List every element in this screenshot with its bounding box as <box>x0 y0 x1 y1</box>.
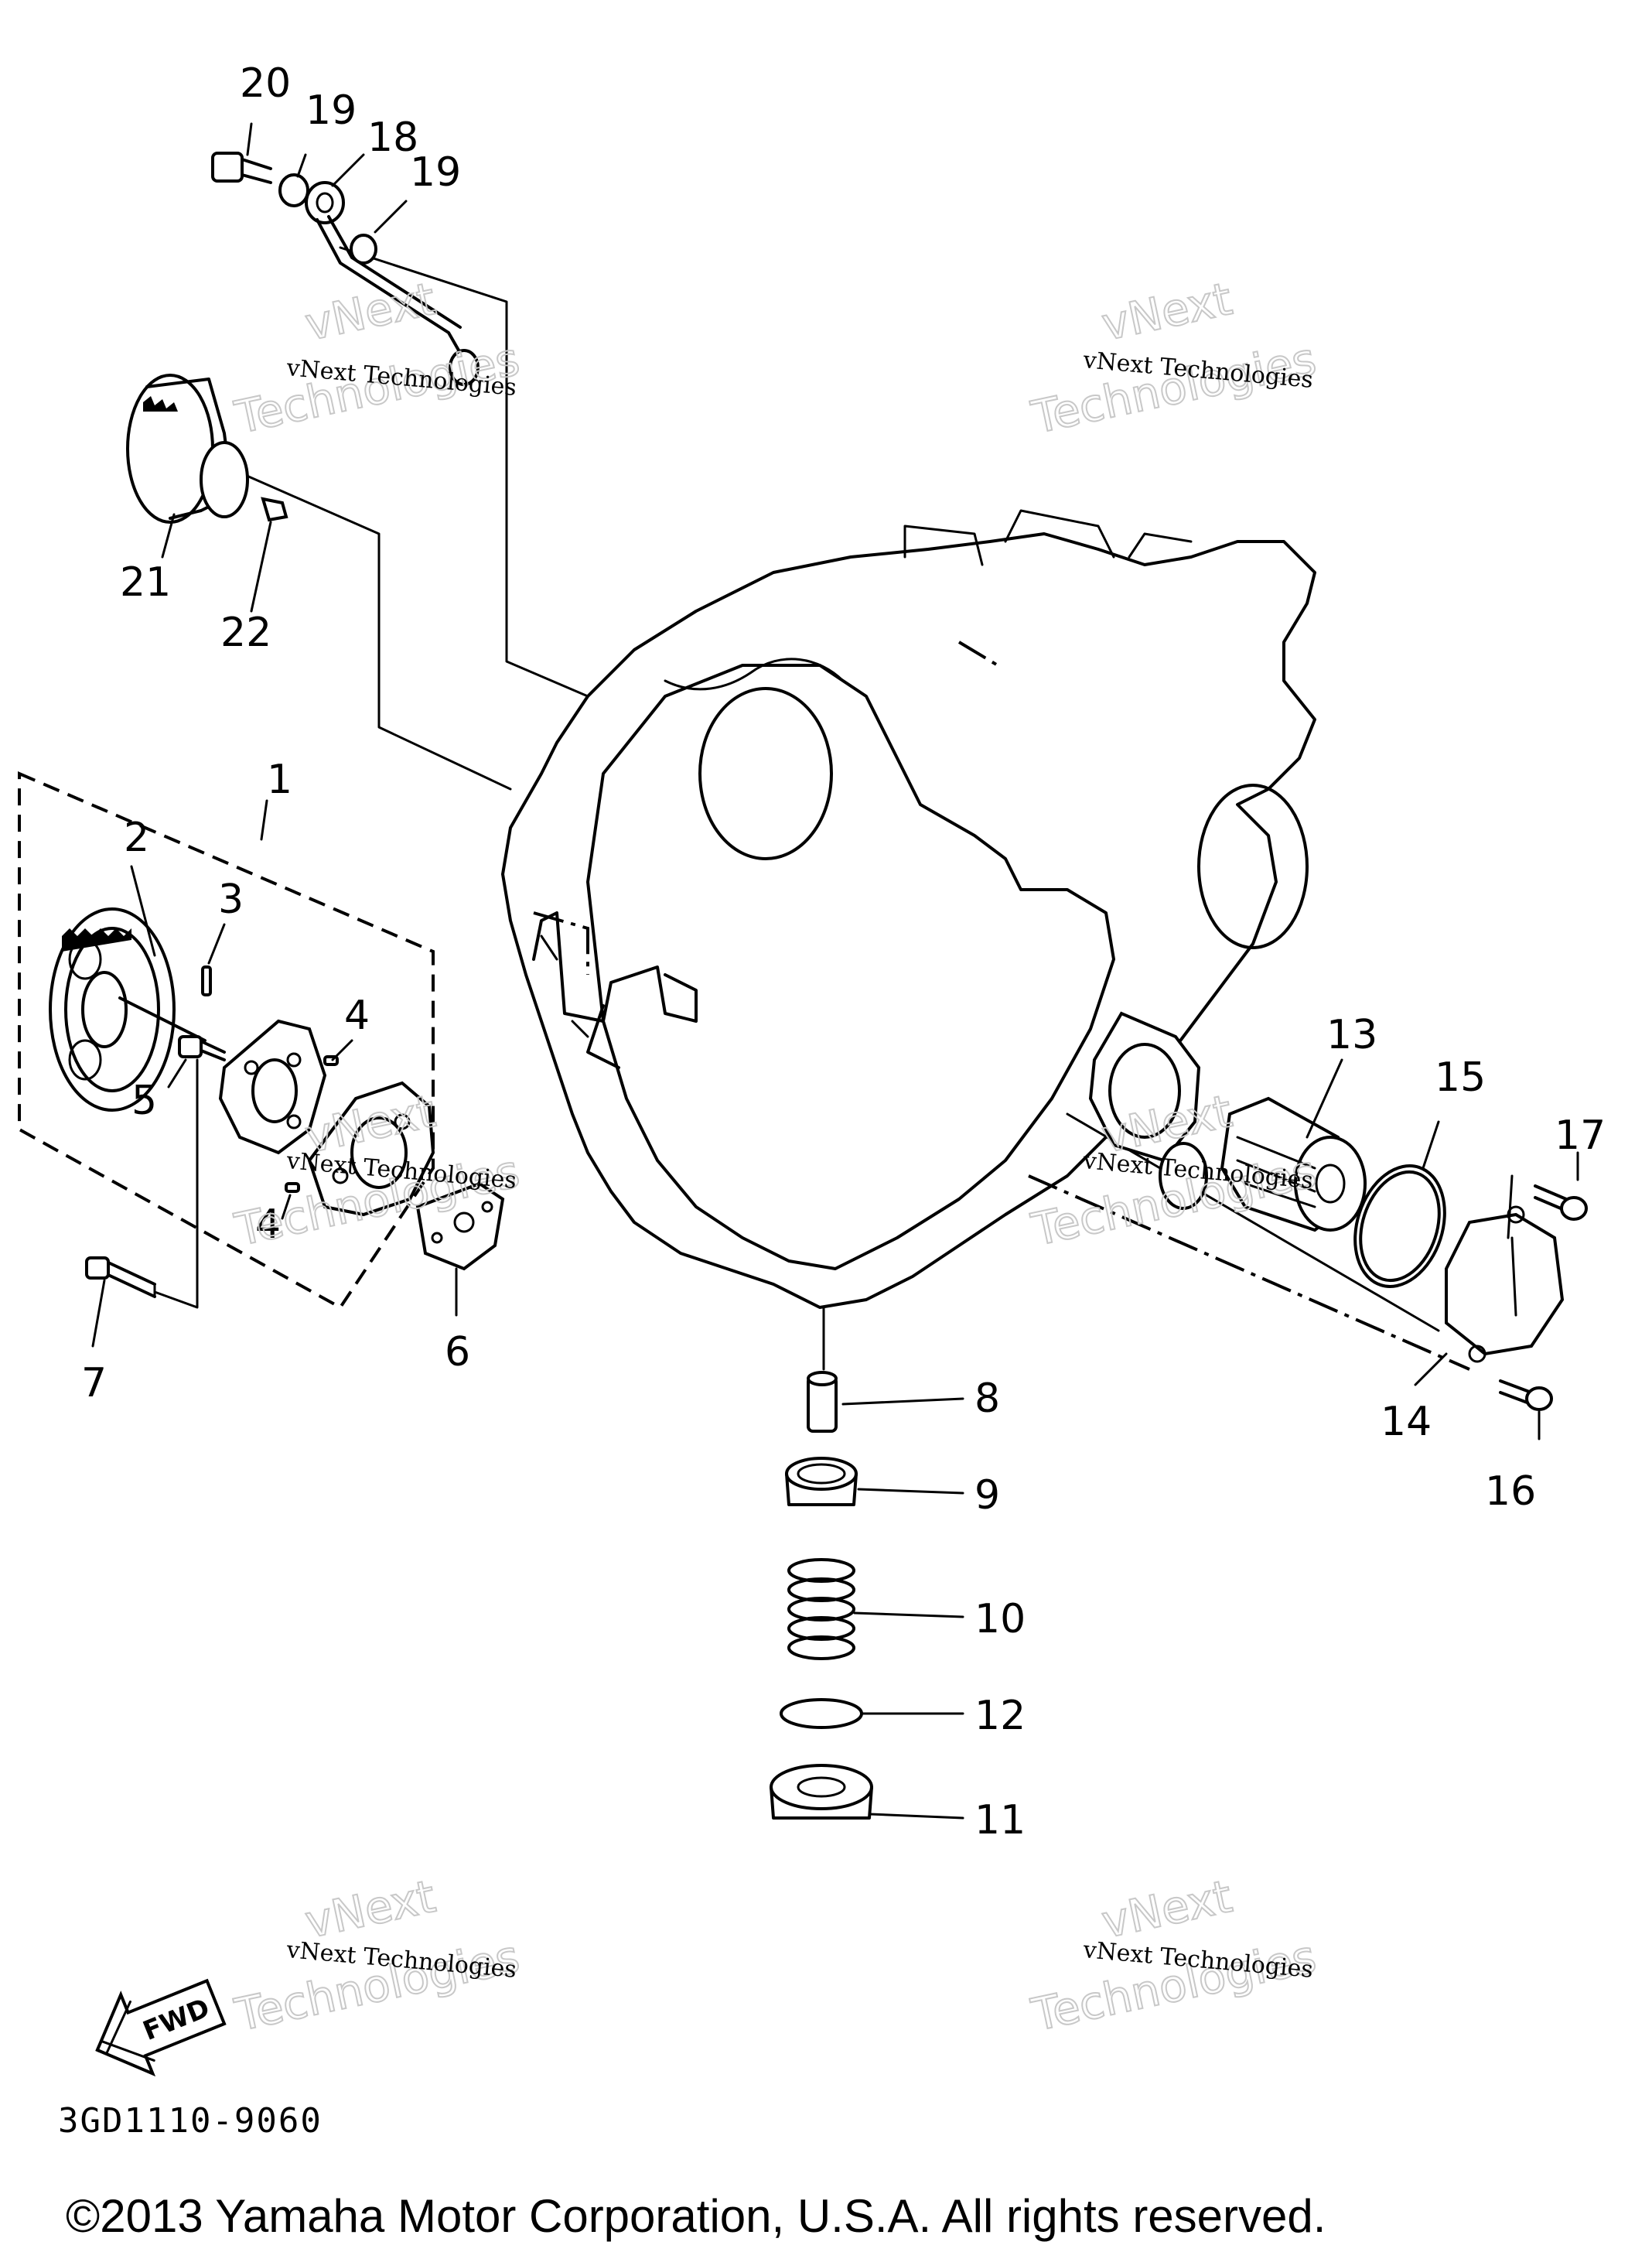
spring <box>787 1558 855 1660</box>
part-callouts: 1 2 3 4 4 5 6 7 8 9 10 11 12 13 14 15 16… <box>81 60 1606 1844</box>
watermark-bottom-left: vNext Technologies vNext Technologies <box>230 1869 525 2042</box>
o-ring <box>1353 1164 1446 1288</box>
svg-text:vNext: vNext <box>301 272 440 351</box>
callout-9: 9 <box>974 1472 1000 1519</box>
callout-4a: 4 <box>344 993 370 1039</box>
callout-4b: 4 <box>255 1201 281 1248</box>
oil-delivery-pipe <box>211 152 480 386</box>
strainer <box>785 1457 858 1506</box>
callout-leaders <box>91 122 1579 1820</box>
oil-pump-assembly-box <box>18 771 435 1310</box>
callout-19b: 19 <box>410 149 461 196</box>
callout-15: 15 <box>1435 1054 1486 1101</box>
callout-1: 1 <box>267 757 292 803</box>
svg-text:vNext: vNext <box>1097 1870 1237 1949</box>
crankcase-cover <box>501 509 1316 1309</box>
pump-rotor-housing <box>307 1081 435 1217</box>
callout-13: 13 <box>1326 1012 1377 1058</box>
callout-21: 21 <box>120 559 171 606</box>
fwd-arrow-icon: FWD <box>95 1978 227 2077</box>
callout-8: 8 <box>974 1375 1000 1422</box>
svg-text:vNext: vNext <box>1097 272 1237 351</box>
pump-gear <box>49 907 206 1112</box>
bolt-17 <box>1507 1174 1588 1239</box>
watermark-top-right: vNext Technologies vNext Technologies <box>1026 272 1322 445</box>
oil-filter <box>1159 1096 1367 1232</box>
dowel-pin-b <box>285 1182 300 1193</box>
filter-gasket <box>1088 1011 1201 1163</box>
callout-12: 12 <box>974 1693 1026 1739</box>
pump-body <box>218 1019 327 1155</box>
watermark-bottom-right: vNext Technologies vNext Technologies <box>1026 1869 1322 2042</box>
screw-5 <box>178 1035 226 1061</box>
driven-gear <box>126 374 249 524</box>
woodruff-key <box>261 497 288 522</box>
callout-10: 10 <box>974 1596 1026 1642</box>
callout-16: 16 <box>1485 1468 1536 1515</box>
drain-pipe <box>807 1371 838 1433</box>
callout-5: 5 <box>131 1078 157 1124</box>
callout-7: 7 <box>81 1360 107 1406</box>
callout-18: 18 <box>367 114 418 161</box>
pin <box>201 965 212 996</box>
copyright-notice: ©2013 Yamaha Motor Corporation, U.S.A. A… <box>66 2190 1326 2242</box>
callout-19a: 19 <box>305 87 357 134</box>
callout-2: 2 <box>124 815 149 861</box>
callout-6: 6 <box>445 1329 470 1375</box>
callout-20: 20 <box>240 60 291 107</box>
drawing-code: 3GD1110-9060 <box>58 2101 323 2141</box>
callout-22: 22 <box>220 610 271 656</box>
bolt-16 <box>1499 1379 1553 1411</box>
o-ring-small <box>780 1698 863 1729</box>
watermark-top-left: vNext Technologies vNext Technologies <box>230 272 525 445</box>
callout-14: 14 <box>1381 1399 1432 1445</box>
leader-lines <box>219 246 1470 1371</box>
svg-text:vNext: vNext <box>301 1870 440 1949</box>
drain-plug <box>770 1764 873 1820</box>
callout-3: 3 <box>218 877 244 923</box>
filter-cover <box>1445 1205 1565 1363</box>
callout-11: 11 <box>974 1797 1026 1844</box>
callout-17: 17 <box>1555 1112 1606 1159</box>
bolt-7 <box>85 1058 199 1309</box>
pump-gasket <box>415 1181 505 1271</box>
